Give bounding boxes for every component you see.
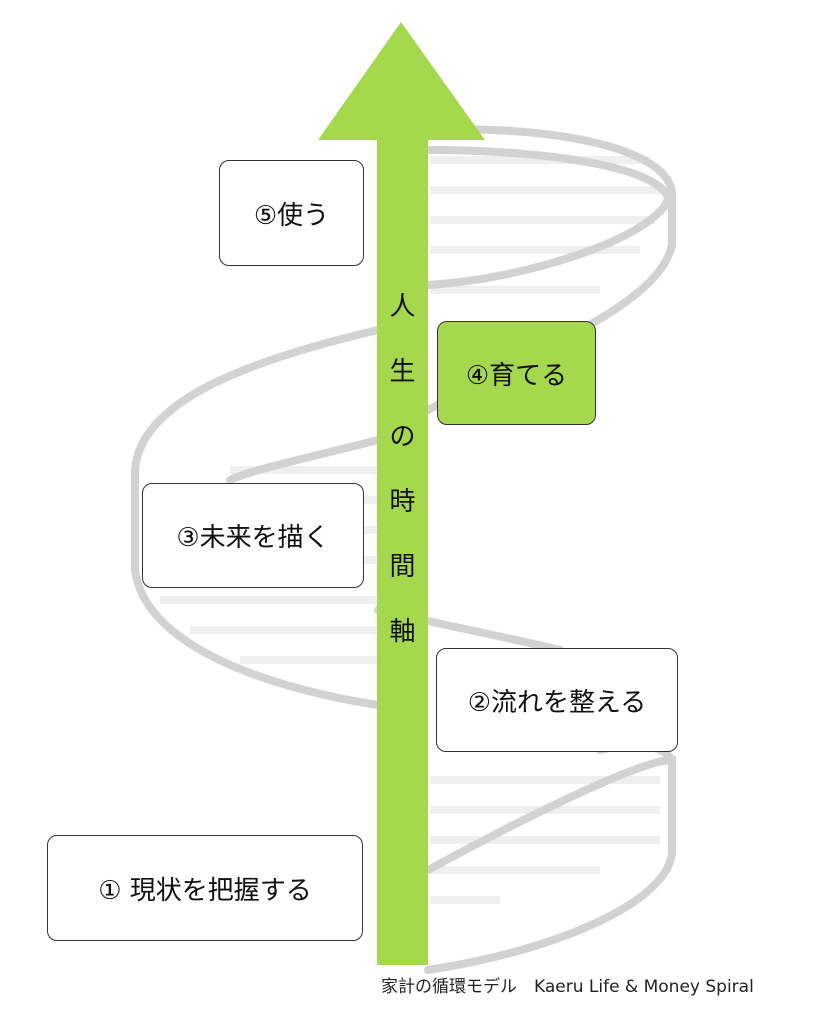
step-4-box: ④育てる bbox=[437, 321, 596, 425]
axis-char: 軸 bbox=[389, 617, 416, 647]
step-1-box: ① 現状を把握する bbox=[47, 835, 363, 941]
axis-char: 時 bbox=[389, 487, 416, 517]
step-3-box: ③未来を描く bbox=[142, 483, 364, 588]
caption: 家計の循環モデル Kaeru Life & Money Spiral bbox=[381, 977, 754, 997]
axis-char: 生 bbox=[389, 357, 416, 387]
timeline-arrow bbox=[318, 22, 485, 965]
axis-char: 人 bbox=[389, 292, 416, 322]
axis-char: 間 bbox=[389, 552, 416, 582]
step-2-box: ②流れを整える bbox=[436, 648, 678, 752]
timeline-axis-label: 人 生 の 時 間 軸 bbox=[377, 275, 428, 665]
axis-char: の bbox=[389, 422, 416, 452]
step-5-box: ⑤使う bbox=[219, 160, 364, 266]
